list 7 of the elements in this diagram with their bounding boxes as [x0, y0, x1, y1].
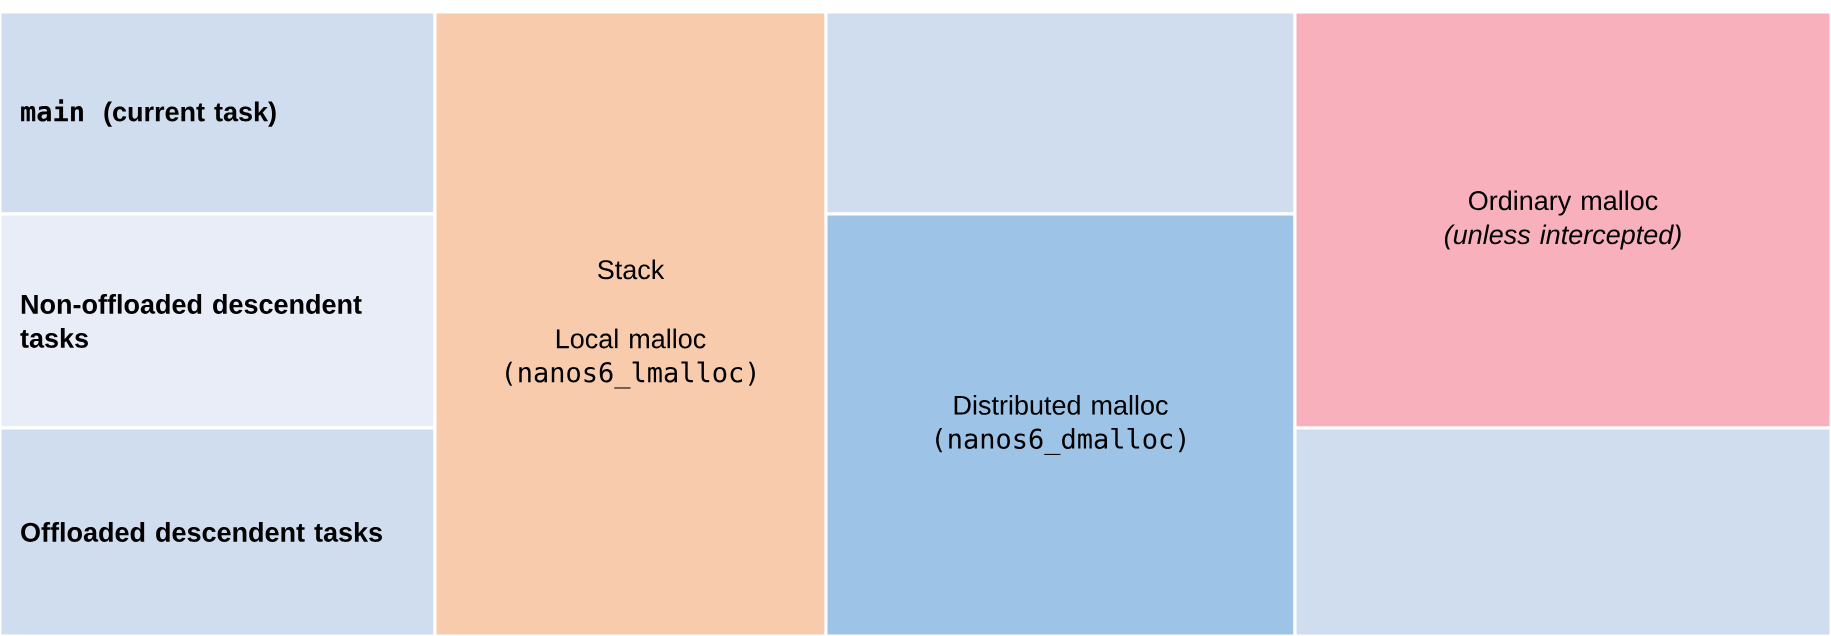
memory-region: Stack Local malloc (nanos6_lmalloc) — [433, 10, 828, 636]
memory-region: Ordinary malloc (unless intercepted) — [1293, 10, 1831, 430]
row-header-cell: Non-offloaded descendent tasks — [0, 212, 437, 430]
memory-region — [1293, 426, 1831, 636]
memory-region: Distributed malloc (nanos6_dmalloc) — [824, 212, 1297, 636]
row-header-cell: main (current task) — [0, 10, 437, 216]
row-header-cell: Offloaded descendent tasks — [0, 426, 437, 636]
